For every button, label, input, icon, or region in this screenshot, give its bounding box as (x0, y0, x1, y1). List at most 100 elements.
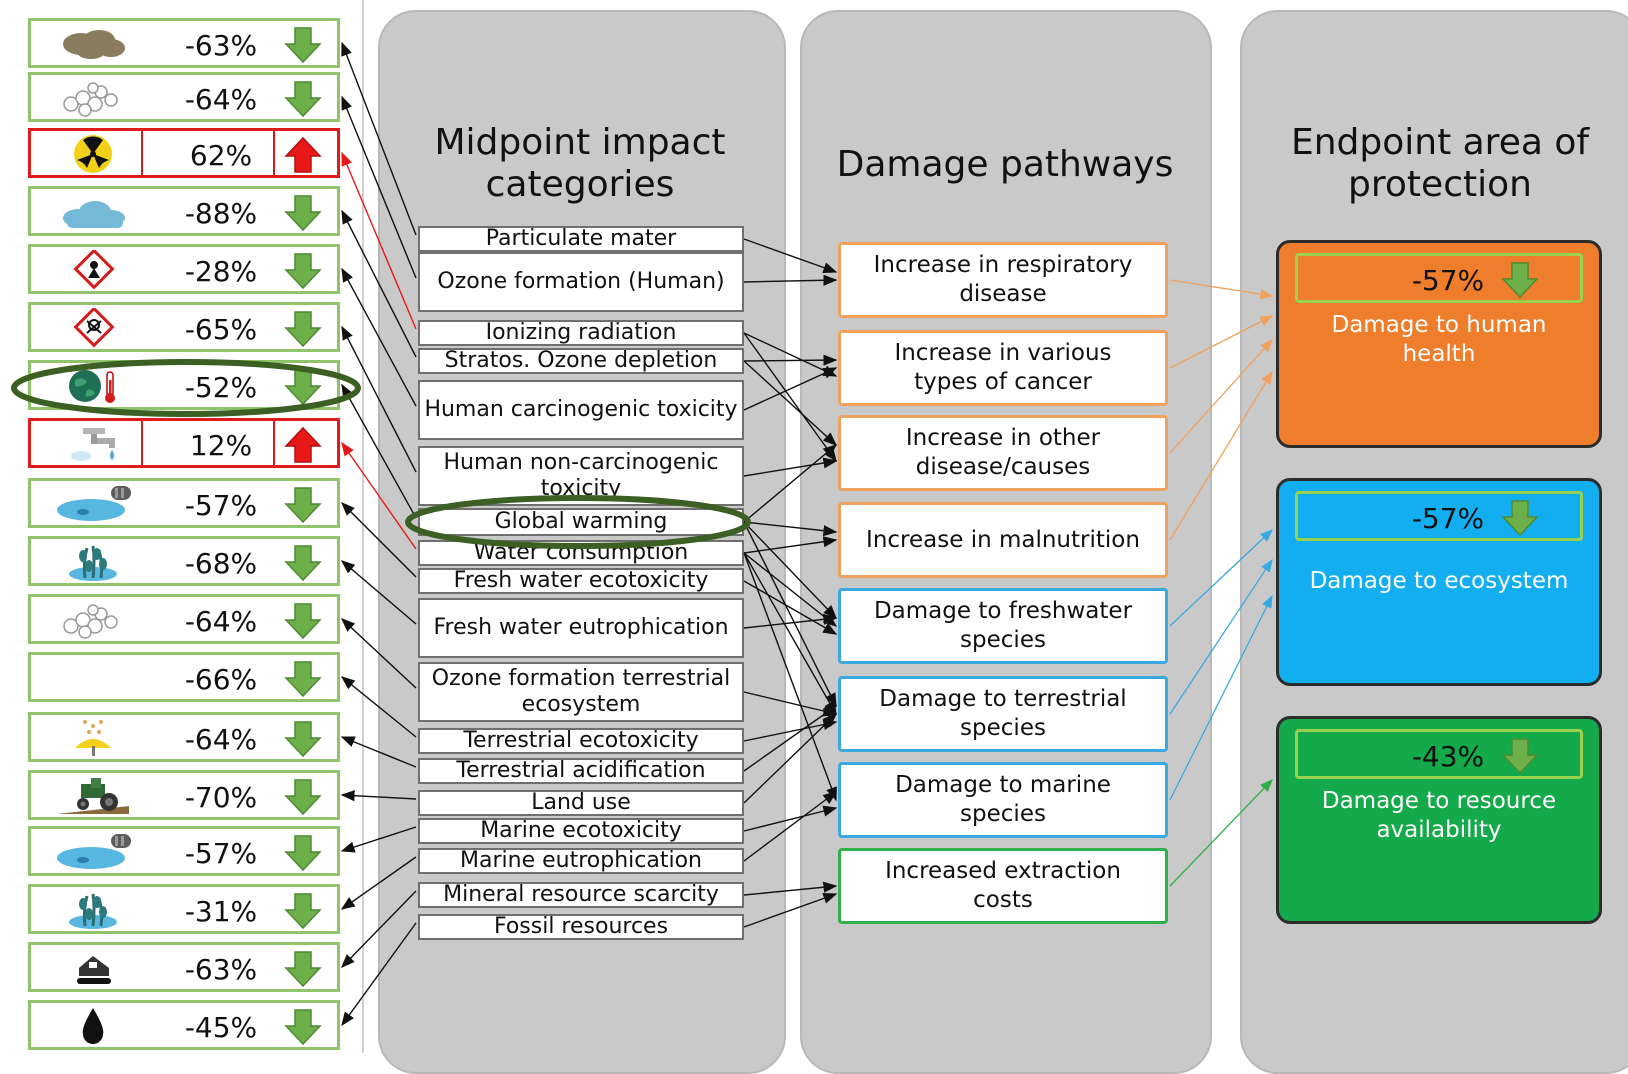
midpoint-title: Midpoint impact categories (434, 122, 726, 205)
change-row: -57% (28, 478, 340, 528)
endpoint-link-line (1169, 594, 1273, 801)
change-value: 12% (189, 429, 253, 462)
row-link-line (340, 736, 417, 768)
pathway-link-line (743, 881, 838, 896)
oil-drop-icon (53, 1006, 133, 1046)
endpoint-title: Endpoint area of protection (1290, 122, 1590, 205)
midpoint-category: Particulate mater (418, 226, 744, 252)
row-link-line (340, 618, 417, 689)
decrease-arrow-icon (283, 891, 323, 931)
pathway-link-line (743, 892, 838, 928)
pathway-link-line (743, 238, 838, 274)
change-row: -68% (28, 536, 340, 586)
change-value: -45% (184, 1011, 258, 1044)
damage-pathway: Increase in various types of cancer (838, 330, 1168, 406)
change-row: -64% (28, 72, 340, 122)
mining-icon (53, 948, 133, 988)
row-divider (141, 131, 143, 175)
change-row: -45% (28, 1000, 340, 1050)
decrease-arrow-icon (283, 193, 323, 233)
change-value: -63% (184, 29, 258, 62)
pathway-link-line (743, 457, 838, 477)
damage-pathway: Damage to freshwater species (838, 588, 1168, 664)
row-link-line (341, 41, 417, 236)
row-link-line (341, 95, 417, 279)
change-row: -64% (28, 712, 340, 762)
midpoint-category: Fossil resources (418, 914, 744, 940)
pathway-link-line (743, 332, 837, 463)
row-link-line (340, 560, 417, 625)
decrease-arrow-icon (283, 25, 323, 65)
change-value: -64% (184, 83, 258, 116)
endpoint-link-line (1169, 529, 1273, 627)
endpoint-link-line (1169, 558, 1273, 715)
endpoint-change-value: -43% (1411, 740, 1485, 773)
endpoint-box: -57%Damage to human health (1276, 240, 1602, 448)
change-row: -57% (28, 826, 340, 876)
endpoint-change-box: -57% (1295, 253, 1583, 303)
change-row: -70% (28, 770, 340, 820)
endpoint-change-value: -57% (1411, 502, 1485, 535)
endpoint-link-line (1169, 370, 1273, 541)
polluted-water-icon (53, 484, 133, 524)
highlight-ellipse-midpoint (405, 495, 751, 549)
decrease-arrow-icon (1500, 736, 1540, 776)
change-value: -63% (184, 953, 258, 986)
midpoint-category: Stratos. Ozone depletion (418, 348, 744, 374)
change-row: -63% (28, 18, 340, 68)
increase-arrow-icon (283, 425, 323, 465)
row-link-line (341, 383, 417, 519)
row-link-line (340, 826, 417, 853)
pathway-link-line (743, 691, 838, 717)
change-value: -64% (184, 723, 258, 756)
damage-pathway: Increase in other disease/causes (838, 415, 1168, 491)
decrease-arrow-icon (1500, 260, 1540, 300)
aquatic-plants-icon (53, 542, 133, 582)
row-link-line (341, 151, 417, 330)
midpoint-category: Marine eutrophication (418, 848, 744, 874)
decrease-arrow-icon (283, 543, 323, 583)
pathway-link-line (743, 274, 838, 286)
pathway-link-line (743, 367, 838, 411)
decrease-arrow-icon (283, 777, 323, 817)
change-value: -28% (184, 255, 258, 288)
midpoint-category: Human non-carcinogenic toxicity (418, 446, 744, 506)
dust-cloud-icon (53, 24, 133, 64)
row-link-line (341, 890, 417, 969)
change-value: -70% (184, 781, 258, 814)
cloud-icon (53, 192, 133, 232)
bubbles-icon (53, 78, 133, 118)
pathway-link-line (743, 536, 838, 554)
decrease-arrow-icon (1500, 498, 1540, 538)
row-link-line (340, 790, 417, 802)
row-link-line (341, 267, 417, 407)
damage-pathway: Increased extraction costs (838, 848, 1168, 924)
midpoint-category: Global warming (418, 508, 744, 536)
pathway-link-line (743, 805, 838, 832)
pathway-link-line (743, 360, 838, 446)
midpoint-category: Ozone formation (Human) (418, 252, 744, 312)
row-link-line (341, 922, 417, 1027)
pathway-link-line (743, 791, 838, 862)
decrease-arrow-icon (283, 833, 323, 873)
endpoint-change-box: -43% (1295, 729, 1583, 779)
endpoint-link-line (1169, 339, 1273, 454)
pathway-link-line (743, 552, 837, 802)
change-value: -52% (184, 371, 258, 404)
damage-pathway: Increase in respiratory disease (838, 242, 1168, 318)
midpoint-category: Human carcinogenic toxicity (418, 380, 744, 440)
change-row: -31% (28, 884, 340, 934)
midpoint-category: Mineral resource scarcity (418, 882, 744, 908)
row-link-line (340, 856, 417, 910)
midpoint-category: Ionizing radiation (418, 320, 744, 346)
midpoint-category: Land use (418, 790, 744, 816)
row-divider (141, 421, 143, 465)
midpoint-category: Ozone formation terrestrial ecosystem (418, 662, 744, 722)
endpoint-link-line (1169, 779, 1273, 887)
midpoint-category: Fresh water eutrophication (418, 598, 744, 658)
endpoint-change-value: -57% (1411, 264, 1485, 297)
row-link-line (341, 209, 417, 358)
pathway-link-line (743, 332, 838, 377)
water-tap-icon (53, 424, 133, 464)
